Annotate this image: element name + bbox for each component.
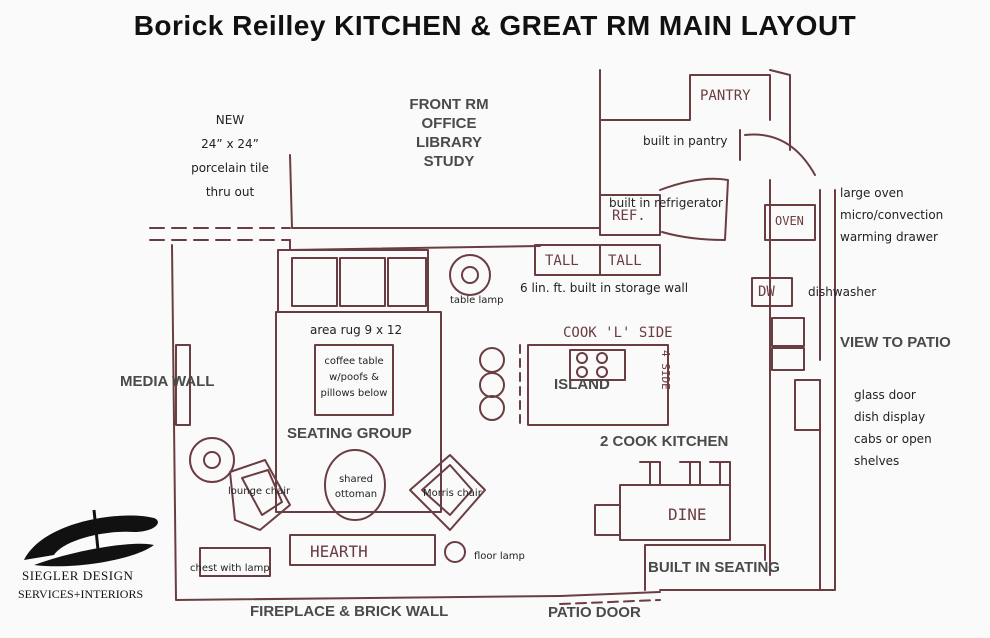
diagram-title: Borick Reilley KITCHEN & GREAT RM MAIN L… <box>133 10 857 41</box>
four-side-sketch-label: 4 SIDE <box>659 350 672 390</box>
area-rug <box>275 311 442 513</box>
ref-sketch-label: REF. <box>612 208 646 224</box>
two-cook-kitchen-label: 2 COOK KITCHEN <box>600 433 729 450</box>
logo-name: SIEGLER DESIGN <box>22 568 134 583</box>
lounge-chair-note: lounge chair <box>228 486 291 497</box>
glass-door-note: glass door dish display cabs or open she… <box>854 388 932 468</box>
morris-chair <box>409 454 486 531</box>
morris-chair-note: Morris chair <box>423 488 482 499</box>
pantry-sketch-label: PANTRY <box>700 88 751 104</box>
island-label: ISLAND <box>554 376 610 393</box>
hearth <box>289 534 436 566</box>
hearth-sketch-label: HEARTH <box>310 542 368 561</box>
ottoman <box>324 449 386 521</box>
table-lamp <box>449 254 491 296</box>
refrigerator-door-swing <box>659 177 729 241</box>
glass-cabinet-2 <box>771 347 805 371</box>
pantry-door-swing <box>744 133 816 176</box>
chest-with-lamp-note: chest with lamp <box>190 563 270 574</box>
oven-sketch-label: OVEN <box>775 214 804 228</box>
patio-door-label: PATIO DOOR <box>548 604 641 621</box>
built-in-seating <box>644 544 766 591</box>
dishwasher-box <box>751 277 793 307</box>
glass-cabinet-3 <box>794 379 821 431</box>
built-in-refrigerator-note: built in refrigerator <box>609 196 723 210</box>
refrigerator <box>599 194 661 236</box>
media-wall-niche <box>175 344 191 426</box>
area-rug-note: area rug 9 x 12 <box>310 323 403 337</box>
stool-2 <box>479 372 505 398</box>
siegler-logo-mark <box>24 509 158 567</box>
fireplace-wall-label: FIREPLACE & BRICK WALL <box>250 603 449 620</box>
ottoman-note: shared ottoman <box>334 474 378 500</box>
cook-side-sketch-label: COOK 'L' SIDE <box>563 325 673 341</box>
dining-chairs <box>594 461 731 536</box>
tall-2-sketch-label: TALL <box>608 253 642 269</box>
built-in-pantry-note: built in pantry <box>643 134 728 148</box>
right-wall <box>659 189 836 591</box>
tall-1-sketch-label: TALL <box>545 253 579 269</box>
island <box>527 344 669 426</box>
floor-lamp <box>444 541 466 563</box>
front-room-label: FRONT RM OFFICE LIBRARY STUDY <box>409 96 489 170</box>
pantry-walls <box>599 69 791 229</box>
media-wall-label: MEDIA WALL <box>120 373 215 390</box>
lounge-chair <box>229 459 291 531</box>
patio-door <box>559 591 661 597</box>
side-table-lamp <box>189 437 235 483</box>
tall-cabinet-2 <box>599 244 661 276</box>
tile-transition-dashes <box>149 227 291 241</box>
stool-1 <box>479 347 505 373</box>
dw-sketch-label: DW <box>758 284 775 300</box>
dishwasher-note: dishwasher <box>808 285 877 299</box>
tile-note: NEW 24” x 24” porcelain tile thru out <box>191 113 269 199</box>
glass-cabinet-1 <box>771 317 805 347</box>
sofa <box>277 249 429 313</box>
dine-sketch-label: DINE <box>668 505 707 524</box>
storage-wall-note: 6 lin. ft. built in storage wall <box>520 281 689 295</box>
oven <box>764 204 816 241</box>
stool-3 <box>479 395 505 421</box>
cooktop <box>569 349 626 381</box>
built-in-seating-label: BUILT IN SEATING <box>648 559 780 576</box>
chest <box>199 547 271 577</box>
coffee-table <box>314 344 394 416</box>
left-wall <box>171 244 561 601</box>
table-lamp-note: table lamp <box>450 295 504 306</box>
coffee-table-note: coffee table w/poofs & pillows below <box>320 356 388 399</box>
logo-subtitle: SERVICES+INTERIORS <box>18 587 144 601</box>
view-to-patio-label: VIEW TO PATIO <box>840 334 951 351</box>
floor-lamp-note: floor lamp <box>474 551 525 562</box>
dining-table <box>619 484 731 541</box>
oven-stack-note: large oven micro/convection warming draw… <box>840 186 944 244</box>
seating-group-label: SEATING GROUP <box>287 425 412 442</box>
